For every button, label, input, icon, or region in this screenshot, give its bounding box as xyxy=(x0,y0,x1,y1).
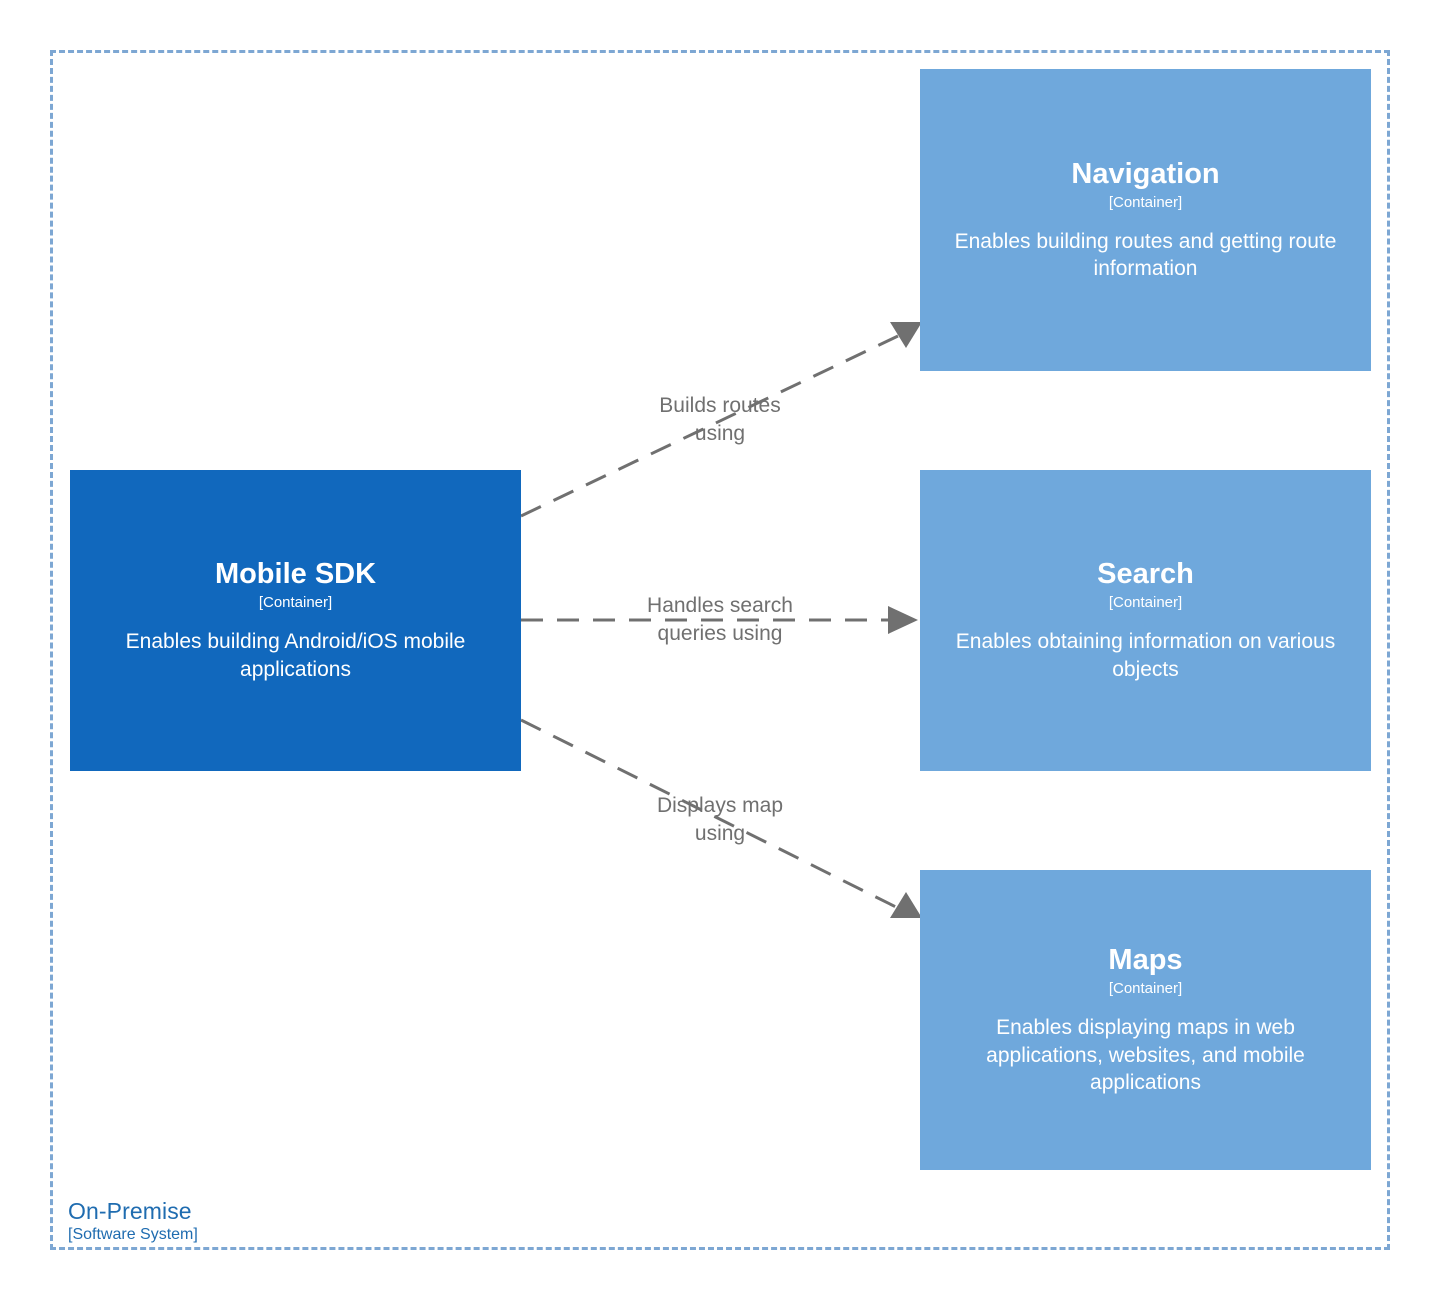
container-node-mobile-sdk[interactable]: Mobile SDK [Container] Enables building … xyxy=(70,470,521,771)
container-node-search[interactable]: Search [Container] Enables obtaining inf… xyxy=(920,470,1371,771)
relationship-label-search: Handles search queries using xyxy=(647,594,793,646)
system-boundary-label: On-Premise [Software System] xyxy=(68,1198,198,1245)
container-description-navigation: Enables building routes and getting rout… xyxy=(954,229,1337,281)
container-title-navigation: Navigation xyxy=(1071,157,1220,190)
system-boundary-type: [Software System] xyxy=(68,1226,198,1244)
system-boundary-on-premise xyxy=(50,50,1390,1250)
container-node-navigation[interactable]: Navigation [Container] Enables building … xyxy=(920,69,1371,371)
container-type-maps: [Container] xyxy=(1108,980,1183,998)
container-description-search: Enables obtaining information on various… xyxy=(955,630,1336,681)
relationship-label-maps: Displays map using xyxy=(656,794,784,846)
container-description-maps: Enables displaying maps in web applicati… xyxy=(986,1016,1305,1094)
container-title-search: Search xyxy=(1097,558,1194,591)
system-boundary-name: On-Premise xyxy=(68,1198,192,1224)
container-type-navigation: [Container] xyxy=(1108,193,1183,211)
container-title-mobile-sdk: Mobile SDK xyxy=(214,558,377,591)
container-title-maps: Maps xyxy=(1108,943,1183,976)
relationship-label-navigation: Builds routes using xyxy=(659,394,781,446)
container-description-mobile-sdk: Enables building Android/iOS mobile appl… xyxy=(125,630,466,681)
container-type-mobile-sdk: [Container] xyxy=(258,594,333,612)
container-node-maps[interactable]: Maps [Container] Enables displaying maps… xyxy=(920,870,1371,1170)
container-type-search: [Container] xyxy=(1108,594,1183,612)
